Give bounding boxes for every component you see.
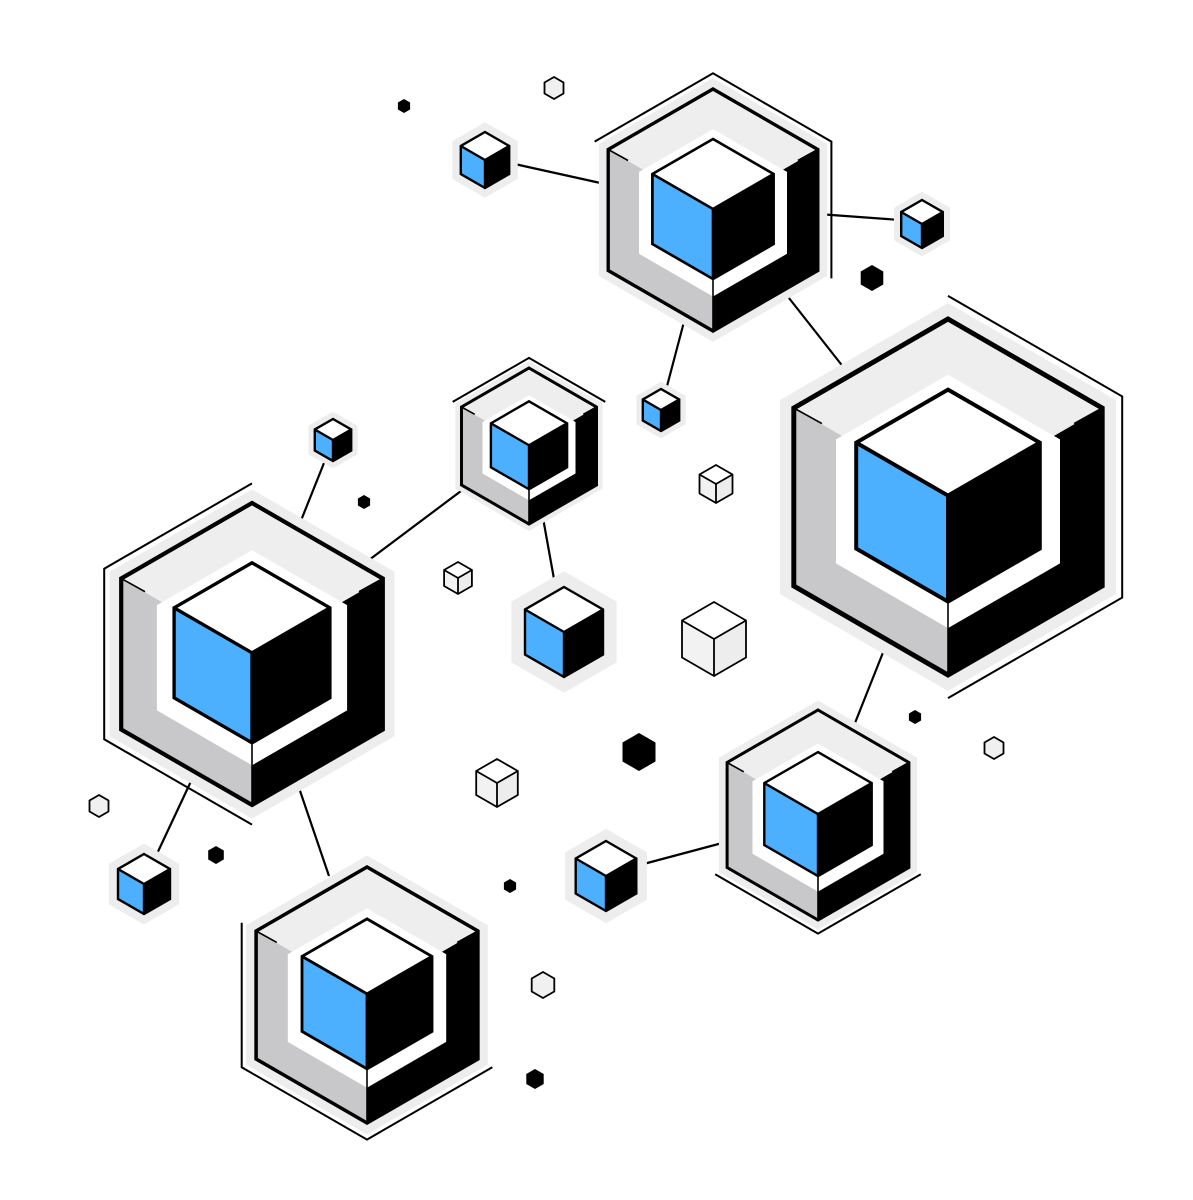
connector-line <box>154 776 194 859</box>
hex-outline <box>254 864 480 1126</box>
connector-line <box>364 487 466 564</box>
hex-node-layer <box>103 72 1124 1141</box>
hex-right-large-node <box>791 295 1124 699</box>
dot-1-hex-icon <box>397 99 411 113</box>
hex-bottom-left-cube <box>300 917 434 1071</box>
small-cube-layer <box>116 130 944 916</box>
decoration-layer <box>88 75 1005 1089</box>
cube-5 <box>523 585 605 679</box>
hex-outline <box>791 316 1105 678</box>
outline-hex-3-icon <box>983 735 1005 761</box>
cube-2 <box>900 198 944 250</box>
connector-line <box>635 840 727 868</box>
dot-4-hex-icon <box>622 733 656 771</box>
dot-6-hex-icon <box>208 846 224 864</box>
outline-cube-1 <box>698 463 734 505</box>
hex-frame-line <box>452 356 606 403</box>
connector-line <box>817 212 901 222</box>
hex-frame-line <box>594 72 833 279</box>
cube-right-face <box>818 783 872 877</box>
connector-line <box>295 781 331 877</box>
hex-frame-line <box>240 922 493 1141</box>
hex-middle-node <box>452 356 606 526</box>
hex-frame-line <box>103 482 253 826</box>
hex-left-large-node <box>103 482 385 826</box>
cube-1 <box>459 130 511 190</box>
dot-5-hex-icon <box>908 710 922 724</box>
connector-line <box>851 644 888 729</box>
hex-frame-line <box>714 873 922 935</box>
cube-left-face <box>314 429 333 461</box>
cube-7 <box>574 839 638 913</box>
dot-7-hex-icon <box>503 879 517 893</box>
hex-right-large-cube <box>854 387 1042 604</box>
cube-3 <box>641 387 681 433</box>
hex-bottom-right-cube <box>763 750 873 878</box>
hex-frame-line <box>947 295 1124 699</box>
outline-hex-4-icon <box>530 970 556 1000</box>
dot-8-hex-icon <box>526 1069 544 1089</box>
outline-cube-3 <box>681 600 747 678</box>
cube-top-face <box>901 200 943 224</box>
cube-left-face <box>764 783 818 877</box>
outline-cube-4 <box>475 757 519 809</box>
cube-left-face <box>460 146 485 188</box>
cube-right-face <box>661 399 680 431</box>
connector-line <box>296 457 328 529</box>
cube-top-face <box>575 841 637 876</box>
outline-hex-2-icon <box>88 793 110 819</box>
connector-line <box>784 292 849 374</box>
cube-right-face <box>333 429 352 461</box>
dot-3-hex-icon <box>357 495 371 509</box>
hex-top-node <box>594 72 833 333</box>
outline-hex-1-icon <box>543 75 565 101</box>
cube-right-face <box>485 146 510 188</box>
hex-middle-cube <box>489 399 569 491</box>
hex-outline <box>460 366 598 526</box>
connector-line <box>664 317 687 391</box>
connector-line <box>509 161 606 186</box>
hex-outline <box>606 87 820 333</box>
hex-outline <box>119 500 385 808</box>
hex-top-cube <box>651 137 775 281</box>
cube-6 <box>116 852 172 916</box>
hex-outline <box>725 708 911 922</box>
dot-2-hex-icon <box>860 265 884 291</box>
cube-left-face <box>642 399 661 431</box>
outline-cube-2 <box>443 560 473 596</box>
hex-bottom-right-node <box>714 708 922 935</box>
hex-bottom-left-node <box>240 864 493 1141</box>
cube-4 <box>313 417 353 463</box>
